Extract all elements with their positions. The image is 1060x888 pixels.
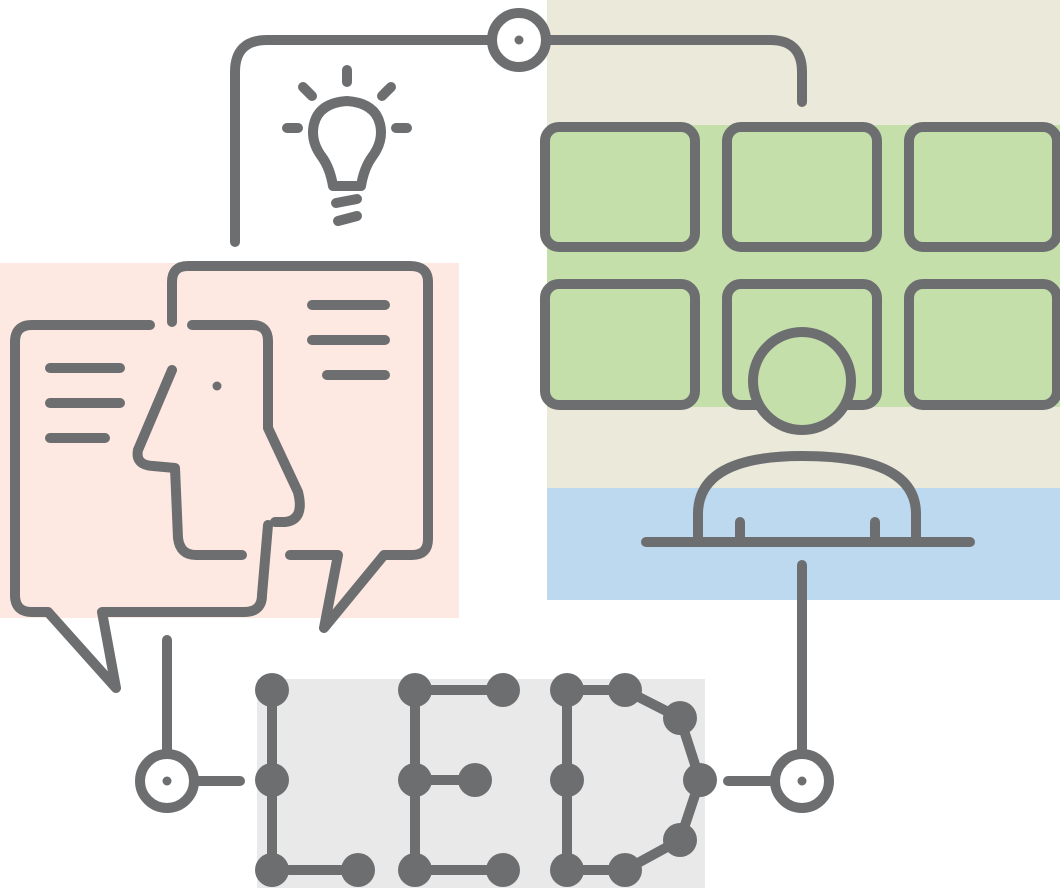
lightbulb-icon xyxy=(282,65,412,226)
right-connector xyxy=(723,560,834,813)
presenter-icon xyxy=(641,327,975,547)
connector-node-icon xyxy=(135,749,199,813)
speech-bubbles-icon xyxy=(10,261,433,693)
video-wall-grid-icon xyxy=(540,122,1060,410)
top-connector xyxy=(230,8,807,247)
led-dots xyxy=(255,673,717,887)
left-connector xyxy=(135,635,245,813)
connector-node-icon xyxy=(770,749,834,813)
connector-node-icon xyxy=(487,8,551,72)
face-profile-icon xyxy=(132,320,305,560)
